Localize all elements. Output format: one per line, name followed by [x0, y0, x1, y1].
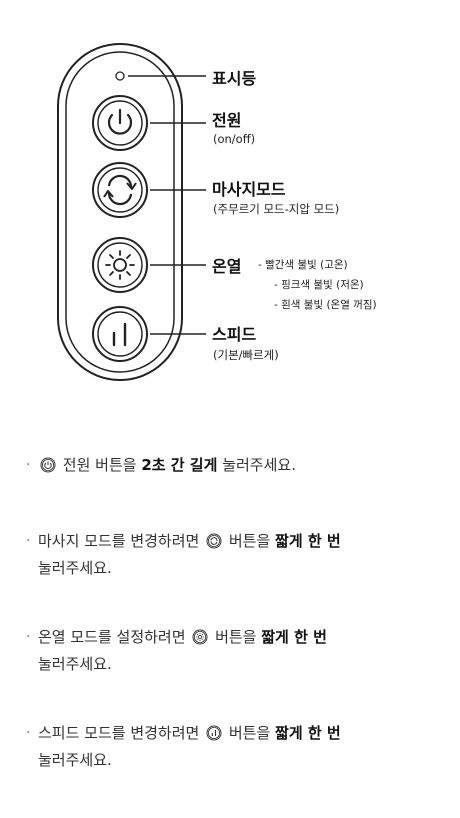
heat-note-high: - 빨간색 불빛 (고온) — [258, 259, 348, 271]
massage-mode-icon — [206, 533, 222, 549]
indicator-label: 표시등 — [212, 69, 257, 88]
heat-label: 온열 — [212, 257, 242, 276]
heat-icon — [192, 629, 208, 645]
massage-label: 마사지모드 — [212, 180, 286, 199]
power-icon — [40, 457, 56, 473]
power-button-shape — [92, 95, 148, 151]
indicator-light — [115, 71, 125, 81]
massage-mode-button-shape — [92, 162, 148, 218]
instruction-item-speed: · 스피드 모드를 변경하려면 버튼을 짧게 한 번 눌러주세요. — [26, 724, 341, 769]
heat-button-shape — [92, 237, 148, 293]
speed-sublabel: (기본/빠르게) — [213, 348, 279, 362]
speed-icon — [206, 725, 222, 741]
massage-sublabel: (주무르기 모드-지압 모드) — [213, 202, 340, 216]
speed-label: 스피드 — [212, 325, 257, 344]
instruction-item-massage: · 마사지 모드를 변경하려면 버튼을 짧게 한 번 눌러주세요. — [26, 532, 341, 577]
instruction-item-heat: · 온열 모드를 설정하려면 버튼을 짧게 한 번 눌러주세요. — [26, 628, 327, 673]
instruction-item-power: · 전원 버튼을 2초 간 길게 눌러주세요. — [26, 456, 296, 474]
heat-note-low: - 핑크색 불빛 (저온) — [274, 279, 364, 291]
power-label: 전원 — [212, 111, 242, 130]
speed-button-shape — [92, 306, 148, 362]
remote-control-diagram — [57, 43, 206, 381]
heat-note-off: - 흰색 불빛 (온열 꺼짐) — [274, 299, 377, 311]
power-sublabel: (on/off) — [213, 132, 256, 146]
